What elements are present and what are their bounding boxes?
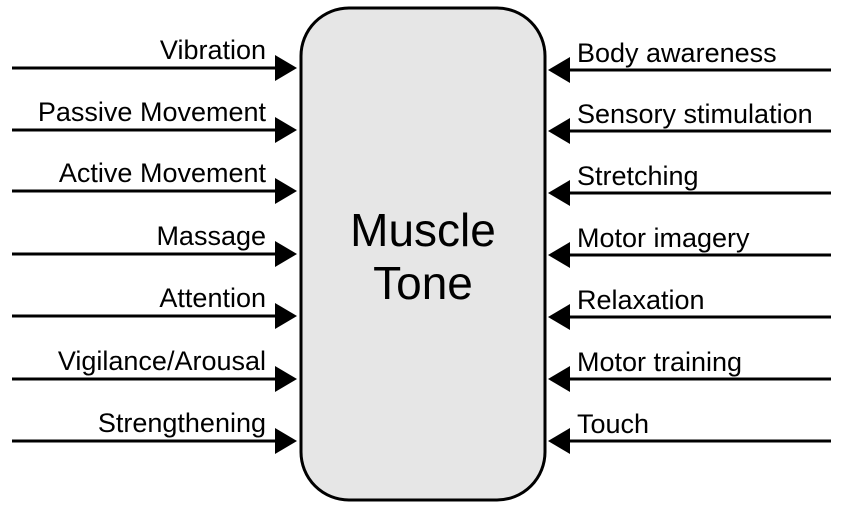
right-arrow-4-head bbox=[548, 242, 570, 268]
left-arrow-7 bbox=[12, 428, 297, 454]
right-arrow-1-head bbox=[548, 57, 570, 83]
right-arrow-5 bbox=[548, 304, 831, 330]
right-arrow-1 bbox=[548, 57, 831, 83]
right-input-label-1: Body awareness bbox=[577, 38, 777, 68]
right-arrow-6 bbox=[548, 366, 831, 392]
right-arrow-5-head bbox=[548, 304, 570, 330]
right-arrow-2-head bbox=[548, 118, 570, 144]
right-input-label-4: Motor imagery bbox=[577, 223, 750, 253]
left-arrow-5-head bbox=[275, 303, 297, 329]
left-arrow-1-head bbox=[275, 55, 297, 81]
right-arrow-3 bbox=[548, 180, 831, 206]
left-input-label-5: Attention bbox=[159, 283, 266, 313]
right-input-label-2: Sensory stimulation bbox=[577, 99, 813, 129]
left-input-label-6: Vigilance/Arousal bbox=[58, 346, 266, 376]
left-input-label-2: Passive Movement bbox=[38, 97, 267, 127]
left-arrow-2 bbox=[12, 117, 297, 143]
right-arrow-4 bbox=[548, 242, 831, 268]
left-arrow-6-head bbox=[275, 366, 297, 392]
right-arrow-3-head bbox=[548, 180, 570, 206]
left-arrow-7-head bbox=[275, 428, 297, 454]
left-input-label-7: Strengthening bbox=[98, 408, 266, 438]
right-arrow-6-head bbox=[548, 366, 570, 392]
right-input-label-5: Relaxation bbox=[577, 285, 705, 315]
left-arrow-4 bbox=[12, 241, 297, 267]
left-arrow-6 bbox=[12, 366, 297, 392]
center-box bbox=[299, 6, 547, 502]
right-input-label-6: Motor training bbox=[577, 347, 742, 377]
right-arrow-2 bbox=[548, 118, 831, 144]
left-arrow-4-head bbox=[275, 241, 297, 267]
right-arrow-7-head bbox=[548, 428, 570, 454]
left-arrow-3-head bbox=[275, 178, 297, 204]
left-arrow-5 bbox=[12, 303, 297, 329]
left-input-label-3: Active Movement bbox=[59, 158, 267, 188]
center-label-line1: Muscle bbox=[350, 204, 496, 256]
left-input-label-4: Massage bbox=[156, 221, 266, 251]
right-arrow-7 bbox=[548, 428, 831, 454]
right-input-label-3: Stretching bbox=[577, 161, 699, 191]
left-arrow-2-head bbox=[275, 117, 297, 143]
right-input-label-7: Touch bbox=[577, 409, 649, 439]
left-arrow-3 bbox=[12, 178, 297, 204]
center-label-line2: Tone bbox=[373, 257, 473, 309]
left-input-label-1: Vibration bbox=[160, 35, 266, 65]
left-arrow-1 bbox=[12, 55, 297, 81]
